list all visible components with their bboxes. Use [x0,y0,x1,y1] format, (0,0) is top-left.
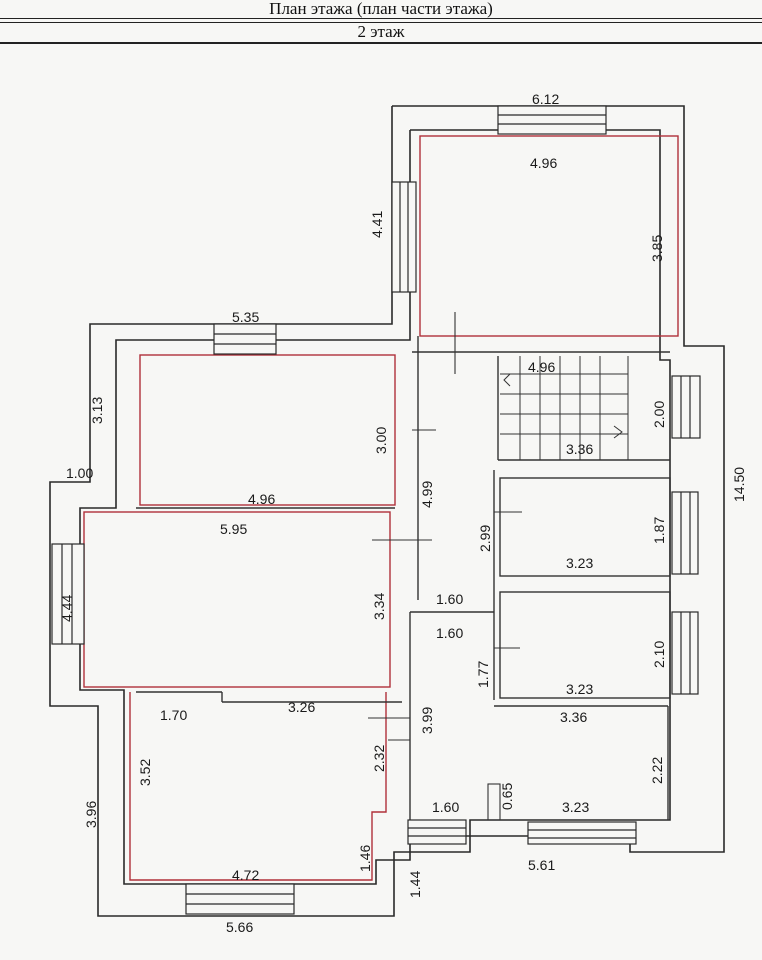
dim-notch-height: 1.46 [357,845,373,872]
dim-room5-depth: 1.77 [475,661,491,688]
dim-wing-height: 3.13 [89,397,105,424]
dim-room7-width: 3.36 [560,709,587,725]
dim-room7-depth: 2.22 [649,757,665,784]
dim-room6-offset: 1.70 [160,707,187,723]
plan-title: План этажа (план части этажа) [0,0,762,19]
dim-left-upper-height: 4.41 [369,211,385,238]
dim-room4-width: 3.23 [566,555,593,571]
exterior-walls [49,105,725,917]
room-1 [419,135,679,337]
window-left-mid [51,543,85,645]
dim-room7-bottom: 3.23 [562,799,589,815]
dim-hall-width-upper: 1.60 [436,591,463,607]
dim-corridor-length: 4.99 [419,481,435,508]
dim-hall-width-lower: 1.60 [436,625,463,641]
windows [51,105,701,915]
dim-room1-depth: 3.85 [649,235,665,262]
window-wing [213,323,277,355]
dim-room3-width: 5.95 [220,521,247,537]
dim-room1-width: 4.96 [530,155,557,171]
dim-niche: 0.65 [499,783,515,810]
window-top [497,105,607,135]
dim-room2-width: 4.96 [248,491,275,507]
dim-room6-depth: 3.52 [137,759,153,786]
window-room4 [671,491,699,575]
dim-room4-depth: 2.99 [477,525,493,552]
dim-stair-depth: 2.00 [651,401,667,428]
dim-left-lower-height: 3.96 [83,801,99,828]
window-bottom-right [527,821,637,845]
dim-total-height: 14.50 [731,467,747,502]
dimension-labels: 6.12 4.96 3.85 4.41 5.35 3.13 1.00 3.00 … [59,91,747,935]
window-left-upper [391,181,417,293]
dim-stair-width: 4.96 [528,359,555,375]
dim-hall-length: 3.99 [419,707,435,734]
dim-room3-depth: 3.34 [371,593,387,620]
dim-bottom-right-width: 5.61 [528,857,555,873]
staircase [500,356,629,460]
room-6 [129,692,387,881]
dim-room6-inner: 2.32 [371,745,387,772]
dim-notch-outer: 1.44 [407,871,423,898]
dim-room5-window: 2.10 [651,641,667,668]
dim-top-width: 6.12 [532,91,559,107]
dim-step-width: 1.00 [66,465,93,481]
floor-label: 2 этаж [0,22,762,44]
interior-walls [136,336,671,820]
window-bottom-hall [407,819,467,845]
room-3 [83,511,391,688]
room-outlines [83,135,679,881]
dim-hall-width-bottom: 1.60 [432,799,459,815]
window-bottom-left [185,883,295,915]
window-room5 [671,611,699,695]
door-marks [368,312,522,821]
window-stair [671,375,701,439]
dim-stair-landing: 3.36 [566,441,593,457]
room-2 [139,354,396,506]
dim-room6-bottom: 4.72 [232,867,259,883]
dim-room4-window: 1.87 [651,517,667,544]
dim-wing-width: 5.35 [232,309,259,325]
dim-room6-width: 3.26 [288,699,315,715]
dim-left-mid-height: 4.44 [59,595,75,622]
dim-room5-width: 3.23 [566,681,593,697]
dim-bottom-left-width: 5.66 [226,919,253,935]
dim-room2-depth: 3.00 [373,427,389,454]
